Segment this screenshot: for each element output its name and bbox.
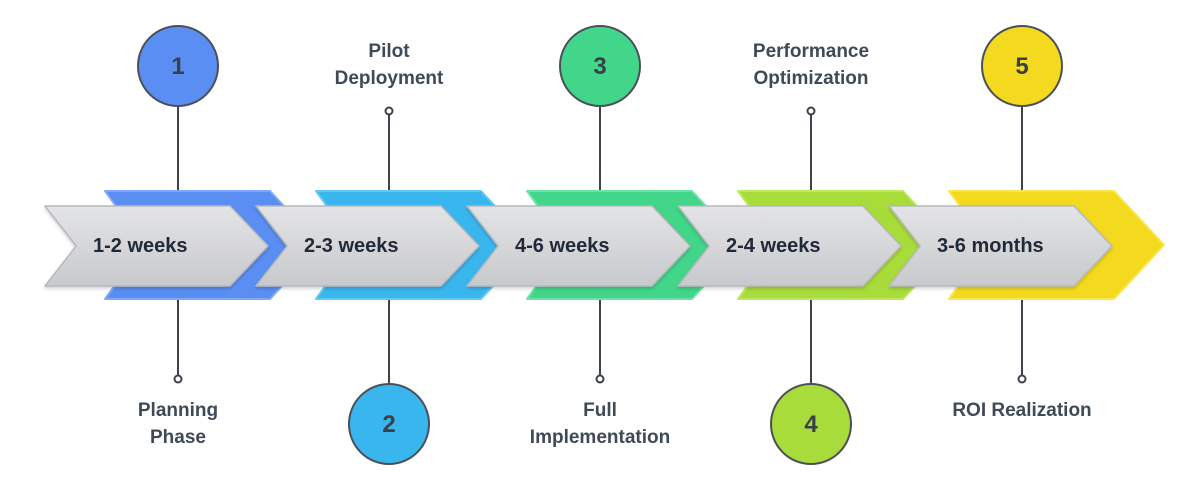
connector-dot xyxy=(806,106,816,116)
step-circle-3 xyxy=(559,25,641,107)
step-circle-1 xyxy=(137,25,219,107)
step-circle-5 xyxy=(981,25,1063,107)
step-circle-4 xyxy=(770,383,852,465)
step-label-5: ROI Realization xyxy=(952,400,1092,421)
chevron-5 xyxy=(888,205,1113,287)
step-number-1: 1 xyxy=(171,53,184,80)
chevron-1 xyxy=(44,205,269,287)
step-number-5: 5 xyxy=(1015,53,1028,80)
duration-2: 2-3 weeks xyxy=(304,235,399,257)
connector-dot xyxy=(595,374,605,384)
connector-dot xyxy=(173,374,183,384)
duration-1: 1-2 weeks xyxy=(93,235,188,257)
duration-3: 4-6 weeks xyxy=(515,235,610,257)
step-number-2: 2 xyxy=(382,411,395,438)
step-label-4: Performance Optimization xyxy=(752,41,870,89)
connector-dot xyxy=(384,106,394,116)
step-label-3: Full Implementation xyxy=(529,400,671,448)
step-number-3: 3 xyxy=(593,53,606,80)
grey-chevrons xyxy=(44,205,1113,287)
duration-5: 3-6 months xyxy=(937,235,1044,257)
step-label-2: Pilot Deployment xyxy=(334,41,444,89)
step-circles: 1 2 3 4 5 xyxy=(137,25,1063,465)
chevron-4 xyxy=(677,205,902,287)
step-number-4: 4 xyxy=(804,411,818,438)
step-label-1: Planning Phase xyxy=(137,400,219,448)
duration-4: 2-4 weeks xyxy=(726,235,821,257)
chevron-3 xyxy=(466,205,691,287)
connector-lines xyxy=(173,106,1027,384)
connector-dot xyxy=(1017,374,1027,384)
step-circle-2 xyxy=(348,383,430,465)
chevron-2 xyxy=(255,205,480,287)
